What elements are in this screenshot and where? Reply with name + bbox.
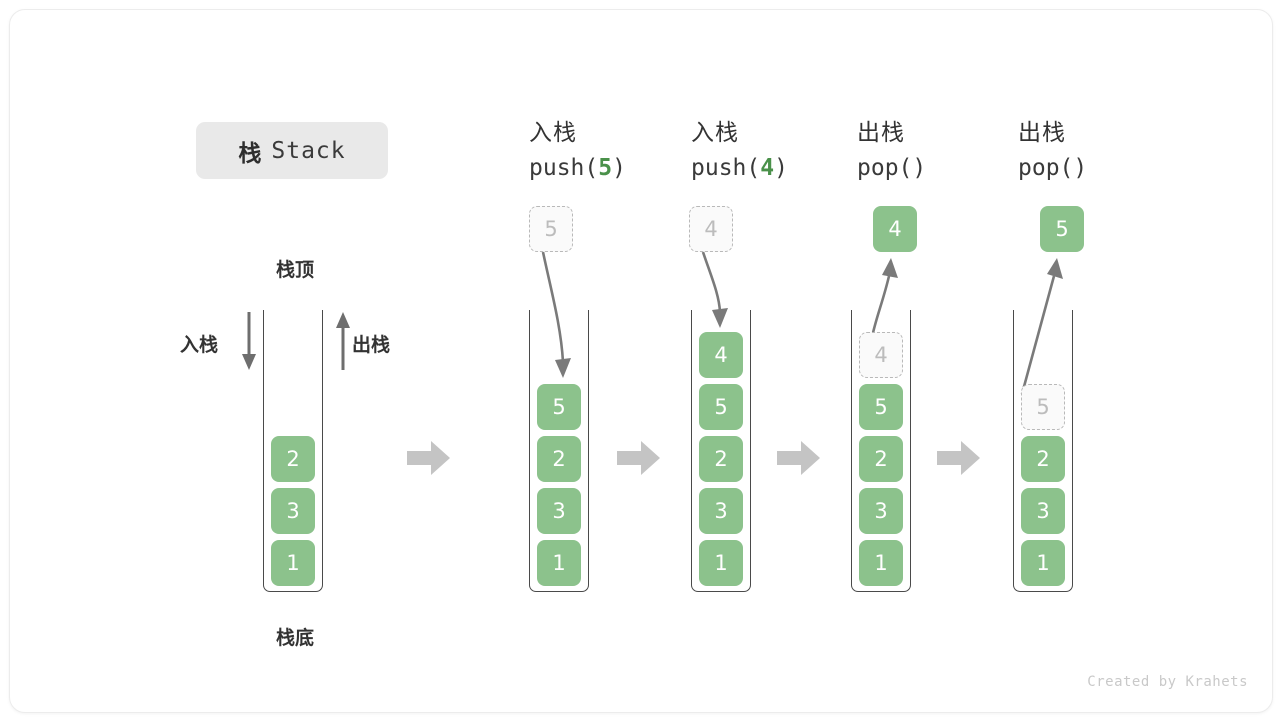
- flow-arrow-icon: [407, 441, 450, 475]
- push-motion-arrow-icon: [701, 251, 728, 328]
- step-label-cn: 入栈: [691, 120, 739, 146]
- stack-block: 3: [1021, 488, 1065, 534]
- pop-label-left: 出栈: [352, 334, 391, 356]
- step-header-pop-5: 出栈 pop(): [1018, 116, 1168, 186]
- flow-arrow-icon: [777, 441, 820, 475]
- stack-block: 1: [271, 540, 315, 586]
- code-prefix: pop(: [857, 155, 913, 181]
- stack-column-pop-5: 5 2 3 1: [1013, 310, 1073, 592]
- step-label-code: pop(): [857, 150, 1007, 186]
- stack-block: 3: [271, 488, 315, 534]
- stack-column-push-4: 4 5 2 3 1: [691, 310, 751, 592]
- floating-block-popped: 4: [873, 206, 917, 252]
- code-prefix: push(: [691, 155, 761, 181]
- stack-frame-initial: 2 3 1: [263, 310, 323, 592]
- title-cn: 栈: [238, 140, 263, 167]
- step-label-code: push(4): [691, 150, 841, 186]
- footer-credit: Created by Krahets: [1087, 674, 1248, 690]
- stack-frame-push-5: 5 2 3 1: [529, 310, 589, 592]
- step-label-cn: 出栈: [1018, 120, 1066, 146]
- stack-column-initial: 2 3 1: [263, 310, 323, 592]
- stack-block: 3: [859, 488, 903, 534]
- stack-block: 5: [537, 384, 581, 430]
- stack-block: 5: [859, 384, 903, 430]
- flow-arrow-icon: [617, 441, 660, 475]
- push-down-arrow-icon: [242, 312, 256, 370]
- stack-frame-push-4: 4 5 2 3 1: [691, 310, 751, 592]
- diagram-card: 栈 Stack 2 3 1 栈顶 栈底 入栈 出栈 入栈 push(5) 5: [9, 9, 1273, 713]
- stack-block: 2: [537, 436, 581, 482]
- stack-block: 2: [859, 436, 903, 482]
- stack-block: 3: [699, 488, 743, 534]
- step-header-push-4: 入栈 push(4): [691, 116, 841, 186]
- title-en: Stack: [271, 137, 346, 164]
- pop-up-arrow-icon: [336, 312, 350, 370]
- stack-block: 5: [699, 384, 743, 430]
- step-label-cn: 入栈: [529, 120, 577, 146]
- code-arg: 5: [598, 155, 613, 181]
- stack-bottom-label: 栈底: [275, 627, 314, 649]
- step-header-pop-4: 出栈 pop(): [857, 116, 1007, 186]
- pop-motion-arrow-icon: [1020, 258, 1063, 395]
- step-label-cn: 出栈: [857, 120, 905, 146]
- step-header-push-5: 入栈 push(5): [529, 116, 679, 186]
- stack-block: 2: [1021, 436, 1065, 482]
- code-arg: 4: [760, 155, 775, 181]
- stack-block: 1: [859, 540, 903, 586]
- stack-top-label: 栈顶: [275, 259, 314, 281]
- stack-block: 1: [537, 540, 581, 586]
- stack-block-ghost: 4: [859, 332, 903, 378]
- code-prefix: push(: [529, 155, 599, 181]
- push-label-left: 入栈: [180, 334, 219, 356]
- diagram-title-chip: 栈 Stack: [196, 122, 388, 179]
- floating-block-ghost: 4: [689, 206, 733, 252]
- stack-block: 1: [1021, 540, 1065, 586]
- code-suffix: ): [774, 155, 788, 181]
- stack-block: 4: [699, 332, 743, 378]
- code-suffix: ): [612, 155, 626, 181]
- flow-arrow-icon: [937, 441, 980, 475]
- stack-frame-pop-4: 4 5 2 3 1: [851, 310, 911, 592]
- floating-block-ghost: 5: [529, 206, 573, 252]
- stack-column-push-5: 5 2 3 1: [529, 310, 589, 592]
- stack-block: 3: [537, 488, 581, 534]
- stack-block: 2: [271, 436, 315, 482]
- push-motion-arrow-icon: [541, 251, 571, 378]
- stack-column-pop-4: 4 5 2 3 1: [851, 310, 911, 592]
- step-label-code: push(5): [529, 150, 679, 186]
- code-prefix: pop(: [1018, 155, 1074, 181]
- stack-block: 1: [699, 540, 743, 586]
- floating-block-popped: 5: [1040, 206, 1084, 252]
- stack-block: 2: [699, 436, 743, 482]
- code-suffix: ): [1073, 155, 1088, 181]
- step-label-code: pop(): [1018, 150, 1168, 186]
- code-suffix: ): [912, 155, 927, 181]
- stack-frame-pop-5: 5 2 3 1: [1013, 310, 1073, 592]
- stack-block-ghost: 5: [1021, 384, 1065, 430]
